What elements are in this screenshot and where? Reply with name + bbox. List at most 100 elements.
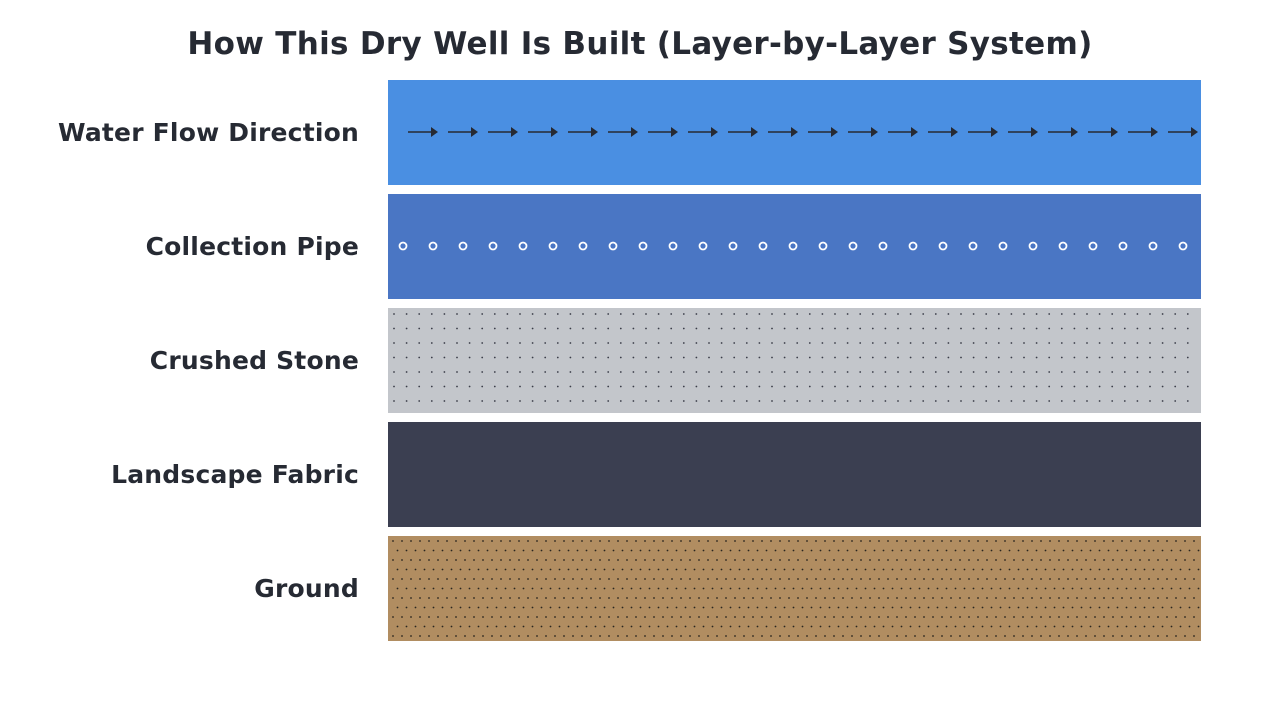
- soil-dot-icon: [545, 616, 547, 618]
- soil-dot-icon: [657, 625, 660, 628]
- soil-dot-icon: [554, 578, 556, 580]
- soil-dot-icon: [612, 606, 615, 609]
- soil-dot-icon: [779, 635, 781, 637]
- soil-dot-icon: [689, 578, 691, 580]
- stone-dot-icon: [1098, 327, 1101, 330]
- soil-dot-icon: [509, 578, 511, 580]
- soil-dot-icon: [1013, 616, 1015, 618]
- soil-dot-icon: [549, 549, 552, 552]
- arrow-right-icon: [1128, 127, 1158, 137]
- stone-dot-icon: [771, 342, 773, 344]
- soil-dot-icon: [968, 635, 970, 637]
- soil-dot-icon: [594, 549, 597, 552]
- soil-dot-icon: [599, 578, 601, 580]
- stone-dot-icon: [1060, 313, 1063, 315]
- stone-dots: [393, 313, 1189, 402]
- stone-dot-icon: [1010, 327, 1013, 330]
- soil-dot-icon: [446, 559, 448, 561]
- stone-dot-icon: [607, 356, 610, 359]
- stone-dot-icon: [531, 400, 534, 402]
- soil-dot-icon: [1067, 635, 1069, 637]
- soil-dot-icon: [783, 568, 786, 571]
- soil-dot-icon: [1188, 606, 1191, 609]
- soil-dot-icon: [441, 606, 444, 609]
- soil-dot-icon: [999, 587, 1002, 590]
- stone-dot-icon: [682, 342, 685, 344]
- soil-dot-icon: [783, 549, 786, 552]
- stone-dot-icon: [947, 342, 950, 344]
- soil-dot-icon: [482, 540, 484, 542]
- stone-dot-icon: [796, 385, 799, 388]
- soil-dot-icon: [860, 559, 862, 561]
- soil-dot-icon: [972, 625, 975, 628]
- soil-dot-icon: [869, 635, 871, 637]
- stone-dot-icon: [619, 371, 622, 373]
- soil-dot-icon: [1076, 559, 1078, 561]
- soil-dot-icon: [986, 597, 988, 599]
- soil-dot-icon: [932, 540, 934, 542]
- soil-dot-icon: [410, 597, 412, 599]
- soil-dot-icon: [720, 606, 723, 609]
- stone-dot-icon: [783, 371, 786, 373]
- soil-dot-icon: [878, 597, 880, 599]
- soil-dot-icon: [1076, 616, 1078, 618]
- stone-dot-icon: [708, 356, 710, 359]
- stone-dot-icon: [569, 385, 572, 388]
- soil-dot-icon: [437, 559, 439, 561]
- soil-dot-icon: [1103, 635, 1105, 637]
- soil-dot-icon: [1107, 587, 1110, 590]
- stone-dot-icon: [493, 400, 496, 402]
- soil-dot-icon: [788, 597, 790, 599]
- soil-dot-icon: [653, 578, 655, 580]
- stone-dot-icon: [1023, 371, 1025, 373]
- soil-dot-icon: [1044, 625, 1047, 628]
- soil-dot-icon: [527, 597, 529, 599]
- stone-dot-icon: [758, 400, 761, 402]
- stone-dot-icon: [720, 356, 723, 359]
- soil-dot-icon: [1170, 568, 1173, 571]
- soil-dot-icon: [873, 625, 876, 628]
- soil-dot-icon: [941, 578, 943, 580]
- soil-dot-icon: [1188, 625, 1191, 628]
- soil-dot-icon: [1179, 549, 1182, 552]
- soil-dot-icon: [572, 635, 574, 637]
- stone-dot-icon: [443, 356, 446, 359]
- soil-dot-icon: [923, 635, 925, 637]
- soil-dot-icon: [693, 549, 696, 552]
- stone-dot-icon: [745, 327, 748, 330]
- stone-dot-icon: [519, 327, 521, 330]
- soil-dot-icon: [572, 616, 574, 618]
- soil-dot-icon: [527, 578, 529, 580]
- soil-dot-icon: [743, 635, 745, 637]
- stone-dot-icon: [456, 327, 458, 330]
- soil-dot-icon: [1004, 635, 1006, 637]
- soil-dot-icon: [603, 549, 606, 552]
- stone-dot-icon: [821, 400, 824, 402]
- soil-dot-icon: [504, 587, 507, 590]
- soil-dot-icon: [648, 606, 651, 609]
- soil-dot-icon: [738, 606, 741, 609]
- soil-dot-icon: [914, 597, 916, 599]
- soil-dot-icon: [999, 549, 1002, 552]
- soil-dot-icon: [608, 559, 610, 561]
- layer-label-ground: Ground: [254, 574, 359, 603]
- soil-dot-icon: [432, 549, 435, 552]
- soil-dot-icon: [819, 549, 822, 552]
- soil-dot-icon: [833, 540, 835, 542]
- stone-dot-icon: [783, 356, 786, 359]
- soil-dot-icon: [1089, 587, 1092, 590]
- soil-dot-icon: [779, 559, 781, 561]
- soil-dot-icon: [1157, 635, 1159, 637]
- soil-dot-icon: [531, 549, 534, 552]
- soil-dot-icon: [824, 597, 826, 599]
- soil-dot-icon: [909, 568, 912, 571]
- pipe-perforation-icon: [398, 241, 408, 251]
- stone-dot-icon: [1060, 400, 1063, 402]
- stone-dot-icon: [997, 313, 1000, 315]
- soil-dot-icon: [815, 616, 817, 618]
- soil-dot-icon: [1058, 616, 1060, 618]
- soil-dot-icon: [635, 597, 637, 599]
- soil-dot-icon: [828, 568, 831, 571]
- soil-dot-icon: [1013, 578, 1015, 580]
- soil-dot-icon: [639, 625, 642, 628]
